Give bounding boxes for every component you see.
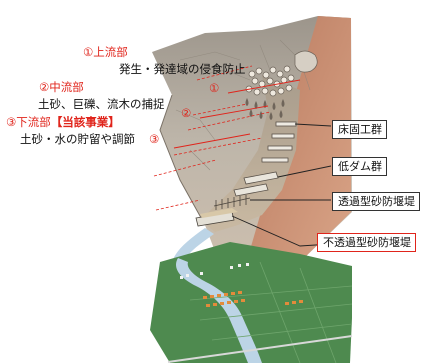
mountain-cut-slope bbox=[250, 16, 351, 262]
houses bbox=[203, 291, 303, 307]
section-lower-desc: 土砂・水の貯留や調節 bbox=[20, 132, 135, 146]
label-permeable-sabo-dam: 透過型砂防堰堤 bbox=[332, 192, 420, 211]
valley-gully bbox=[200, 75, 300, 232]
label-low-dams: 低ダム群 bbox=[332, 157, 387, 176]
section-lower-marker: ③ bbox=[149, 132, 160, 146]
section-lower-heading-highlight: 【当該事業】 bbox=[50, 115, 120, 129]
section-middle-desc: 土砂、巨礫、流木の捕捉 bbox=[38, 97, 165, 111]
section-upper-desc: 発生・発達域の侵食防止 bbox=[119, 62, 246, 76]
label-floor-protection-works: 床固工群 bbox=[332, 120, 387, 139]
section-upper-marker: ① bbox=[209, 81, 220, 95]
section-upper-heading: ①上流部 bbox=[83, 45, 128, 59]
section-middle-marker: ② bbox=[181, 106, 192, 120]
label-impermeable-sabo-dam: 不透過型砂防堰堤 bbox=[317, 233, 416, 252]
section-lower-heading-main: ③下流部 bbox=[6, 115, 51, 129]
section-lower-heading: ③下流部【当該事業】 bbox=[6, 115, 120, 129]
boulders-upper bbox=[245, 65, 295, 97]
section-middle-heading: ②中流部 bbox=[39, 80, 84, 94]
permeable-dam bbox=[213, 195, 251, 210]
check-dams bbox=[261, 121, 297, 163]
low-dams bbox=[233, 171, 279, 197]
